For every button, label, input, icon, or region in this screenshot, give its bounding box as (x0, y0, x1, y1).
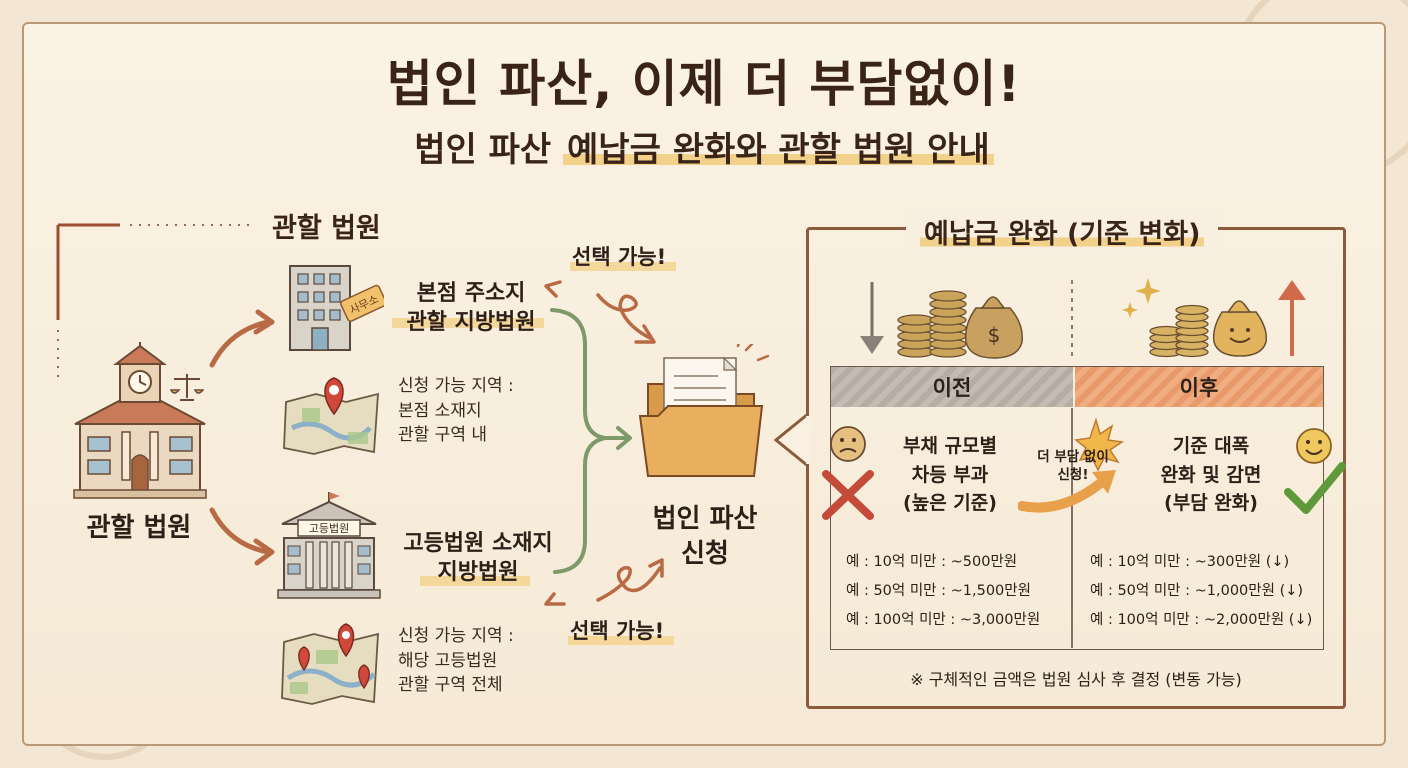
court-label: 관할 법원 (86, 513, 192, 543)
option2-area: 신청 가능 지역 : 해당 고등법원 관할 구역 전체 (398, 624, 514, 698)
option2-title-line2: 지방법원 (437, 559, 519, 585)
option2-area-line1: 신청 가능 지역 : (398, 626, 514, 646)
before-examples: 예 : 10억 미만 : ~500만원 예 : 50억 미만 : ~1,500만… (846, 548, 1040, 635)
after-desc-line3: (부담 완화) (1164, 492, 1258, 514)
after-example: 예 : 50억 미만 : ~1,000만원 (↓) (1090, 583, 1304, 599)
deposit-section-title: 예납금 완화 (기준 변화) (906, 212, 1219, 251)
money-symbol: $ (988, 323, 1001, 347)
high-court-sign-text: 고등법원 (309, 522, 349, 535)
before-desc-line3: (높은 기준) (903, 492, 997, 514)
application-line2: 신청 (681, 539, 729, 570)
courthouse-icon (73, 342, 207, 499)
before-description: 부채 규모별 차등 부과 (높은 기준) (880, 432, 1020, 518)
sad-cross-icon (822, 426, 874, 520)
happy-check-icon (1284, 428, 1346, 514)
option1-title-line1: 본점 주소지 (416, 281, 526, 306)
page-subtitle: 법인 파산 예납금 완화와 관할 법원 안내 (0, 122, 1408, 171)
jurisdiction-section-title: 관할 법원 (272, 213, 381, 244)
choice-label-bottom: 선택 가능! (570, 619, 665, 643)
option2-area-line3: 관할 구역 전체 (398, 675, 503, 696)
scales-icon (170, 374, 204, 401)
before-header: 이전 (831, 367, 1073, 407)
deposit-section-title-text: 예납금 완화 (기준 변화) (920, 219, 1205, 250)
office-building-icon: 사무소 (289, 265, 384, 351)
option1-area-line2: 본점 소재지 (398, 400, 482, 421)
before-desc-line1: 부채 규모별 (902, 435, 997, 457)
relief-arrow-line1: 더 부담 없이 (1037, 449, 1109, 465)
after-header: 이후 (1075, 367, 1323, 407)
choice-label-top: 선택 가능! (572, 245, 667, 269)
after-example: 예 : 100억 미만 : ~2,000만원 (↓) (1090, 612, 1313, 628)
relief-arrow-line2: 신청! (1057, 467, 1089, 484)
folder-icon (638, 344, 770, 477)
speech-pointer (773, 412, 810, 468)
map-pin-icon (283, 377, 379, 455)
after-examples: 예 : 10억 미만 : ~300만원 (↓) 예 : 50억 미만 : ~1,… (1090, 548, 1312, 635)
page-title: 법인 파산, 이제 더 부담없이! (386, 55, 1022, 113)
relief-arrow-text: 더 부담 없이 신청! (1024, 448, 1122, 484)
relief-arrow-icon (1018, 418, 1125, 513)
option2-title-line1: 고등법원 소재지 (403, 531, 553, 556)
after-desc-line2: 완화 및 감면 (1160, 463, 1262, 486)
option1-area: 신청 가능 지역 : 본점 소재지 관할 구역 내 (398, 374, 514, 448)
application-label: 법인 파산 신청 (630, 502, 780, 572)
before-desc-line2: 차등 부과 (911, 463, 989, 486)
before-example: 예 : 50억 미만 : ~1,500만원 (846, 583, 1031, 599)
option1-area-line3: 관할 구역 내 (398, 425, 488, 446)
money-relief-icon (1122, 278, 1306, 358)
before-example: 예 : 10억 미만 : ~500만원 (846, 554, 1018, 570)
option1-area-line1: 신청 가능 지역 : (398, 376, 514, 396)
option1-title-line2: 관할 지방법원 (406, 309, 536, 335)
regional-map-icon (281, 623, 379, 705)
application-line1: 법인 파산 (652, 504, 758, 534)
after-example: 예 : 10억 미만 : ~300만원 (↓) (1090, 554, 1290, 570)
option2-area-line2: 해당 고등법원 (398, 650, 498, 671)
column-divider (1071, 280, 1073, 648)
option2-title: 고등법원 소재지 지방법원 (388, 530, 568, 587)
footnote: ※ 구체적인 금액은 법원 심사 후 결정 (변동 가능) (910, 670, 1242, 689)
high-court-icon: 고등법원 (277, 492, 381, 599)
subtitle-plain: 법인 파산 (414, 130, 564, 170)
money-decrease-icon: $ (860, 282, 1023, 359)
before-example: 예 : 100억 미만 : ~3,000만원 (846, 612, 1041, 628)
after-description: 기준 대폭 완화 및 감면 (부담 완화) (1136, 432, 1286, 518)
option1-title: 본점 주소지 관할 지방법원 (386, 280, 556, 337)
subtitle-highlight: 예납금 완화와 관할 법원 안내 (563, 130, 994, 170)
after-desc-line1: 기준 대폭 (1172, 435, 1250, 457)
